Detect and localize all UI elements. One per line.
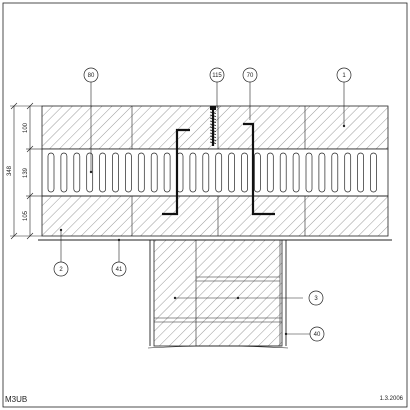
- core-slot: [189, 152, 197, 193]
- callout-41: 41: [116, 267, 123, 273]
- cross-wall-joints: [154, 276, 282, 323]
- core-slot: [305, 152, 313, 193]
- dim-middle: 139: [23, 167, 29, 178]
- core-slot: [254, 152, 261, 193]
- wall-tie-left: [162, 128, 190, 216]
- screw-thread: [209, 111, 217, 114]
- core-slots: [47, 152, 377, 193]
- callout-70: 70: [247, 73, 254, 79]
- callout-115: 115: [212, 73, 222, 79]
- dim-bottom: 105: [23, 210, 29, 221]
- screw-thread: [209, 129, 217, 132]
- callout-40: 40: [314, 332, 321, 338]
- core-slot: [125, 152, 132, 193]
- core-slot: [99, 152, 106, 193]
- core-slot: [318, 152, 326, 193]
- callout-bubbles: [53, 67, 352, 342]
- callout-80: 80: [88, 73, 95, 79]
- core-slot: [292, 152, 300, 193]
- core-slot: [279, 152, 287, 193]
- bottom-brick-wythe: [41, 195, 389, 237]
- core-slot: [150, 152, 158, 193]
- core-slot: [73, 152, 81, 193]
- core-slot: [215, 152, 223, 193]
- screw-thread: [209, 114, 217, 117]
- core-slot: [60, 152, 68, 193]
- top-brick-wythe: [41, 105, 389, 150]
- break-line: [147, 345, 289, 349]
- core-slot: [357, 152, 364, 193]
- screw-anchor: [209, 106, 217, 146]
- dim-total: 348: [7, 165, 13, 176]
- drawing-date: 1.3.2006: [379, 396, 403, 402]
- core-slot: [266, 152, 274, 193]
- screw-thread: [209, 132, 217, 135]
- wall-joints: [131, 106, 306, 236]
- core-slot: [202, 152, 210, 193]
- callout-2: 2: [59, 267, 63, 273]
- callout-1: 1: [342, 73, 346, 79]
- screw-thread: [209, 117, 217, 120]
- drawing-code: M3UB: [5, 395, 28, 404]
- screw-thread: [209, 123, 217, 126]
- core-slot: [47, 152, 55, 193]
- screw-thread: [209, 135, 217, 138]
- screw-thread: [209, 141, 217, 144]
- dim-top: 100: [23, 122, 29, 133]
- leader-dots: [59, 124, 346, 336]
- core-slot: [112, 152, 119, 193]
- core-slot: [370, 152, 377, 193]
- core-slot: [86, 152, 94, 193]
- core-slot: [137, 152, 145, 193]
- core-slot: [331, 152, 339, 193]
- dimension-chain: [10, 102, 42, 240]
- slotted-core-layer: [41, 148, 389, 197]
- callout-3: 3: [314, 296, 318, 302]
- cross-wall: [153, 239, 283, 347]
- core-slot: [344, 152, 352, 193]
- core-slot: [228, 152, 235, 193]
- core-slot: [163, 152, 171, 193]
- screw-thread: [209, 120, 217, 123]
- wall-tie-right: [243, 122, 275, 216]
- screw-thread: [209, 126, 217, 129]
- core-slot: [241, 152, 248, 193]
- screw-thread: [209, 138, 217, 141]
